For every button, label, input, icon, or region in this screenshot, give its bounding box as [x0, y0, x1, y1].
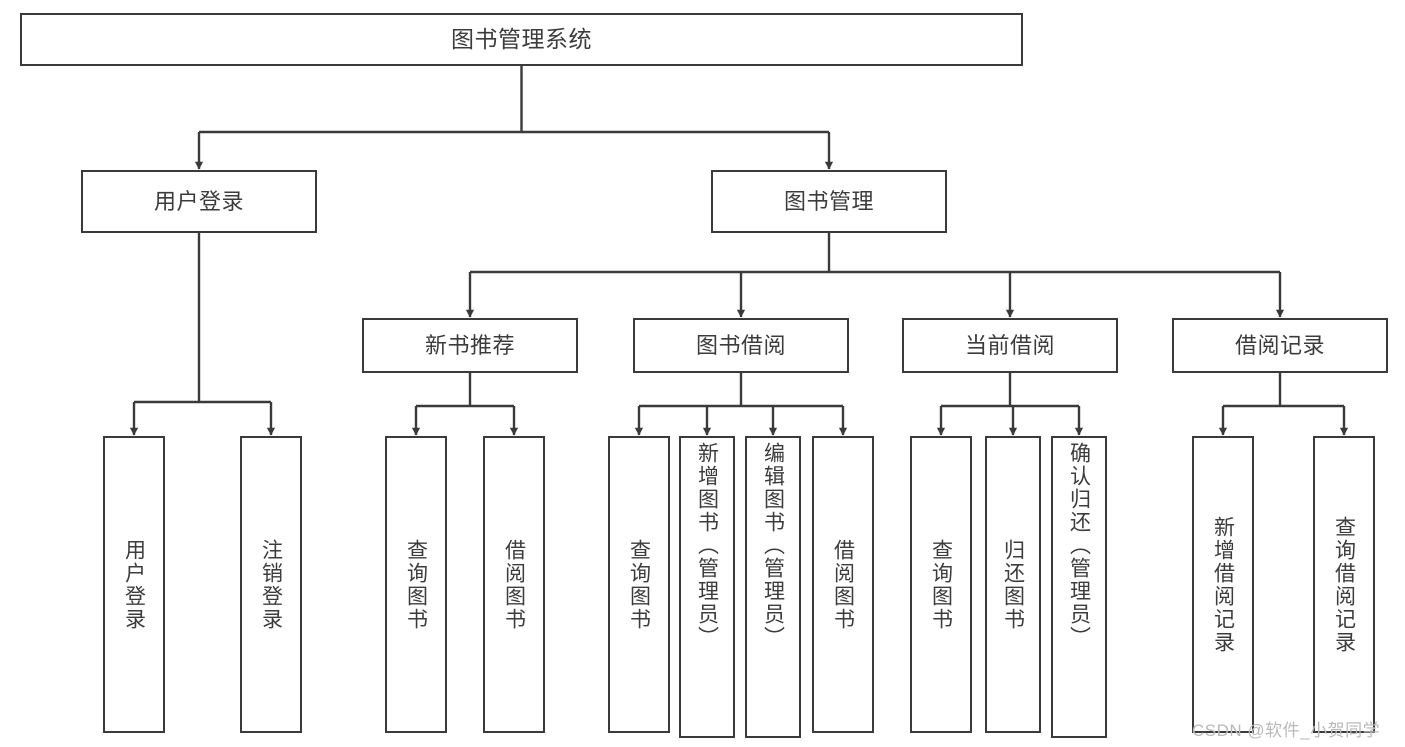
node-l-bbook1[interactable]: 借阅图书: [483, 436, 545, 733]
node-l-bbook2[interactable]: 借阅图书: [812, 436, 874, 733]
node-label: 用户登录: [153, 188, 244, 214]
node-l-confirm[interactable]: 确认归还（管理员）: [1051, 436, 1107, 738]
node-login[interactable]: 用户登录: [81, 170, 317, 233]
node-l-editbook[interactable]: 编辑图书（管理员）: [745, 436, 801, 738]
node-label: 图书借阅: [695, 332, 786, 358]
csdn-watermark: CSDN @软件_小贺同学: [1192, 721, 1381, 740]
node-l-addbook[interactable]: 新增图书（管理员）: [679, 436, 735, 738]
node-borrow[interactable]: 图书借阅: [633, 318, 849, 373]
node-newbook[interactable]: 新书推荐: [362, 318, 578, 373]
node-root[interactable]: 图书管理系统: [20, 13, 1023, 66]
node-label: 借阅图书: [831, 538, 855, 631]
node-label: 借阅图书: [502, 538, 526, 631]
node-label: 查询图书: [929, 538, 953, 631]
node-l-qbook2[interactable]: 查询图书: [608, 436, 670, 733]
node-label: 当前借阅: [964, 332, 1055, 358]
node-l-qbook1[interactable]: 查询图书: [385, 436, 447, 733]
node-l-qrec[interactable]: 查询借阅记录: [1313, 436, 1375, 733]
node-l-addrec[interactable]: 新增借阅记录: [1192, 436, 1254, 733]
node-label: 用户登录: [122, 538, 146, 631]
node-label: 查询借阅记录: [1332, 515, 1356, 654]
node-label: 图书管理: [783, 188, 874, 214]
node-l-qbook3[interactable]: 查询图书: [910, 436, 972, 733]
node-label: 归还图书: [1001, 538, 1025, 631]
node-records[interactable]: 借阅记录: [1172, 318, 1388, 373]
node-label: 图书管理系统: [451, 25, 592, 52]
node-bookmgmt[interactable]: 图书管理: [711, 170, 947, 233]
node-label: 新增借阅记录: [1211, 515, 1235, 654]
node-label: 编辑图书（管理员）: [761, 442, 785, 649]
node-label: 新增图书（管理员）: [695, 442, 719, 649]
node-l-login[interactable]: 用户登录: [103, 436, 165, 733]
node-label: 查询图书: [627, 538, 651, 631]
node-l-return[interactable]: 归还图书: [985, 436, 1041, 733]
node-label: 注销登录: [259, 538, 283, 631]
node-label: 查询图书: [404, 538, 428, 631]
node-label: 确认归还（管理员）: [1067, 442, 1091, 649]
node-label: 新书推荐: [424, 332, 515, 358]
node-label: 借阅记录: [1234, 332, 1325, 358]
node-current[interactable]: 当前借阅: [902, 318, 1118, 373]
node-l-logout[interactable]: 注销登录: [240, 436, 302, 733]
